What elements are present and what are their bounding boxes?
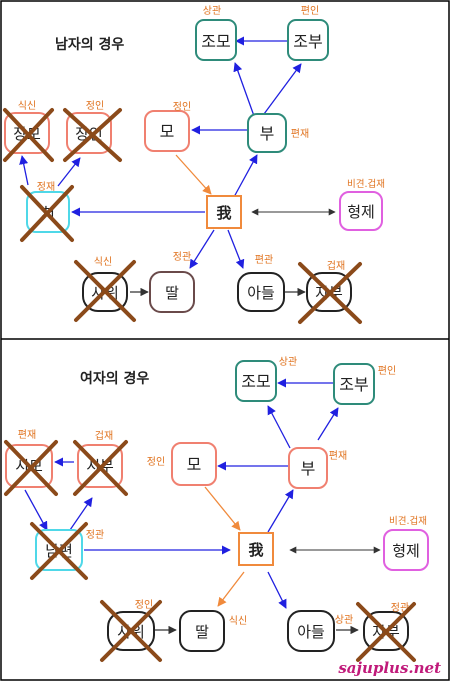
female-node-daughter bbox=[179, 610, 225, 652]
female-node-mother bbox=[171, 442, 217, 486]
male-node-daughter bbox=[149, 271, 195, 313]
female-mother-tag: 정인 bbox=[147, 456, 165, 468]
watermark: sajuplus.net bbox=[338, 659, 441, 677]
male-node-mother bbox=[144, 110, 190, 152]
male-node-sibling bbox=[339, 191, 383, 231]
cross-mark bbox=[4, 440, 58, 496]
male-son-label: 아들 bbox=[247, 284, 275, 302]
female-grandfather-tag: 편인 bbox=[378, 365, 396, 377]
male-node-son bbox=[237, 272, 285, 312]
male-node-grandfather bbox=[287, 19, 329, 61]
male-son-tag: 편관 bbox=[255, 254, 273, 266]
male-title: 남자의 경우 bbox=[55, 36, 124, 53]
female-grandmother-tag: 상관 bbox=[279, 356, 297, 368]
female-sibling-label: 형제 bbox=[392, 542, 420, 560]
male-sibling-label: 형제 bbox=[347, 203, 375, 221]
male-arrows bbox=[19, 36, 336, 297]
male-self-label: 我 bbox=[216, 204, 231, 222]
male-section: 남자의 경우 조모 상관 조부 편인 모 정인 부 bbox=[3, 5, 385, 324]
male-grandfather-label: 조부 bbox=[293, 32, 322, 51]
male-daughter-label: 딸 bbox=[165, 284, 179, 302]
female-left2-tag: 겁재 bbox=[95, 430, 113, 442]
male-grandmother-tag: 상관 bbox=[203, 5, 221, 17]
female-sibling-tag: 비견.겁재 bbox=[389, 515, 427, 527]
male-father-label: 부 bbox=[260, 124, 275, 143]
male-daughterinlaw-tag: 겁재 bbox=[327, 260, 345, 272]
cross-mark bbox=[100, 600, 162, 662]
female-soninlaw-tag: 정인 bbox=[135, 599, 153, 611]
female-section: 여자의 경우 조모 상관 조부 편인 모 정인 부 편재 bbox=[4, 356, 441, 677]
cross-mark bbox=[356, 602, 416, 662]
female-husband-tag: 정관 bbox=[86, 529, 104, 541]
male-crosses bbox=[3, 108, 362, 324]
cross-mark bbox=[298, 262, 362, 324]
cross-mark bbox=[20, 185, 74, 242]
male-grandfather-tag: 편인 bbox=[301, 5, 319, 17]
male-mother-label: 모 bbox=[160, 122, 175, 141]
cross-mark bbox=[63, 108, 122, 162]
female-father-tag: 편재 bbox=[329, 450, 347, 462]
male-father-tag: 편재 bbox=[291, 128, 309, 140]
female-node-son bbox=[287, 610, 335, 652]
female-mother-label: 모 bbox=[187, 455, 202, 474]
female-title: 여자의 경우 bbox=[80, 370, 149, 387]
female-grandmother-label: 조모 bbox=[241, 372, 270, 391]
cross-mark bbox=[30, 522, 88, 580]
male-left1-tag: 식신 bbox=[18, 100, 36, 112]
female-daughter-tag: 식신 bbox=[229, 615, 247, 627]
female-node-sibling bbox=[383, 529, 429, 571]
female-father-label: 부 bbox=[301, 459, 316, 478]
female-daughter-label: 딸 bbox=[195, 623, 209, 641]
cross-mark bbox=[73, 440, 128, 496]
male-sibling-tag: 비견.겁재 bbox=[347, 178, 385, 190]
female-node-father bbox=[288, 447, 328, 489]
female-grandfather-label: 조부 bbox=[339, 375, 368, 394]
cross-mark bbox=[3, 108, 54, 162]
female-arrows bbox=[24, 378, 381, 635]
female-self-label: 我 bbox=[248, 541, 263, 559]
male-wife-tag: 정재 bbox=[37, 181, 55, 193]
female-node-grandfather bbox=[333, 363, 375, 405]
cross-mark bbox=[74, 260, 136, 322]
male-grandmother-label: 조모 bbox=[201, 32, 230, 51]
female-son-label: 아들 bbox=[297, 623, 325, 641]
male-node-self bbox=[206, 195, 242, 229]
female-crosses bbox=[4, 440, 416, 662]
male-mother-tag: 정인 bbox=[173, 101, 191, 113]
male-soninlaw-tag: 식신 bbox=[94, 256, 112, 268]
female-son-tag: 상관 bbox=[335, 614, 353, 626]
female-left1-tag: 편재 bbox=[18, 429, 36, 441]
female-node-grandmother bbox=[235, 360, 277, 402]
male-daughter-tag: 정관 bbox=[173, 251, 191, 263]
male-node-grandmother bbox=[195, 19, 237, 61]
male-node-father bbox=[247, 113, 287, 153]
male-left2-tag: 정인 bbox=[86, 100, 104, 112]
female-node-self bbox=[238, 532, 274, 566]
